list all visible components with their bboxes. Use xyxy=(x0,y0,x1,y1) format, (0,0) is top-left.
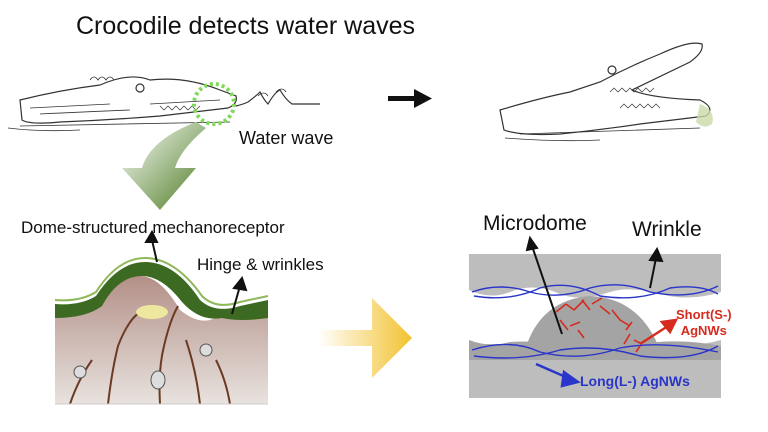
short-agnws-arrow xyxy=(639,318,679,346)
detector-highlight-circle xyxy=(192,82,236,126)
short-agnws-label-line1: Short(S-) xyxy=(676,307,732,322)
hinge-wrinkles-label: Hinge & wrinkles xyxy=(197,255,324,274)
receptor-cluster xyxy=(136,305,168,319)
figure-title: Crocodile detects water waves xyxy=(76,12,416,40)
wrinkle-label: Wrinkle xyxy=(632,218,702,241)
skin-cross-section xyxy=(54,256,269,405)
transition-arrow xyxy=(318,298,412,378)
short-agnws-label: Short(S-) AgNWs xyxy=(676,307,732,339)
water-wave-label: Water wave xyxy=(239,128,334,148)
cell-body xyxy=(150,370,166,390)
microdome-label: Microdome xyxy=(483,212,587,235)
long-agnws-label: Long(L-) AgNWs xyxy=(580,373,690,389)
long-agnws-arrow xyxy=(535,362,581,388)
dome-receptor-label: Dome-structured mechanoreceptor xyxy=(21,218,285,237)
sensor-cross-section xyxy=(469,235,721,398)
crocodile-closed-illustration xyxy=(7,76,237,132)
long-agnws-network xyxy=(471,284,719,359)
sensor-annotation-arrows xyxy=(525,235,664,335)
short-agnws-label-line2: AgNWs xyxy=(680,323,727,338)
water-wave-illustration xyxy=(235,88,320,107)
crocodile-open-illustration xyxy=(499,42,711,142)
progression-arrow xyxy=(388,89,432,108)
splash-highlight xyxy=(696,104,713,127)
short-agnws-network xyxy=(555,297,643,353)
zoom-arrow xyxy=(122,122,206,210)
skin-annotation-arrows xyxy=(144,229,248,315)
